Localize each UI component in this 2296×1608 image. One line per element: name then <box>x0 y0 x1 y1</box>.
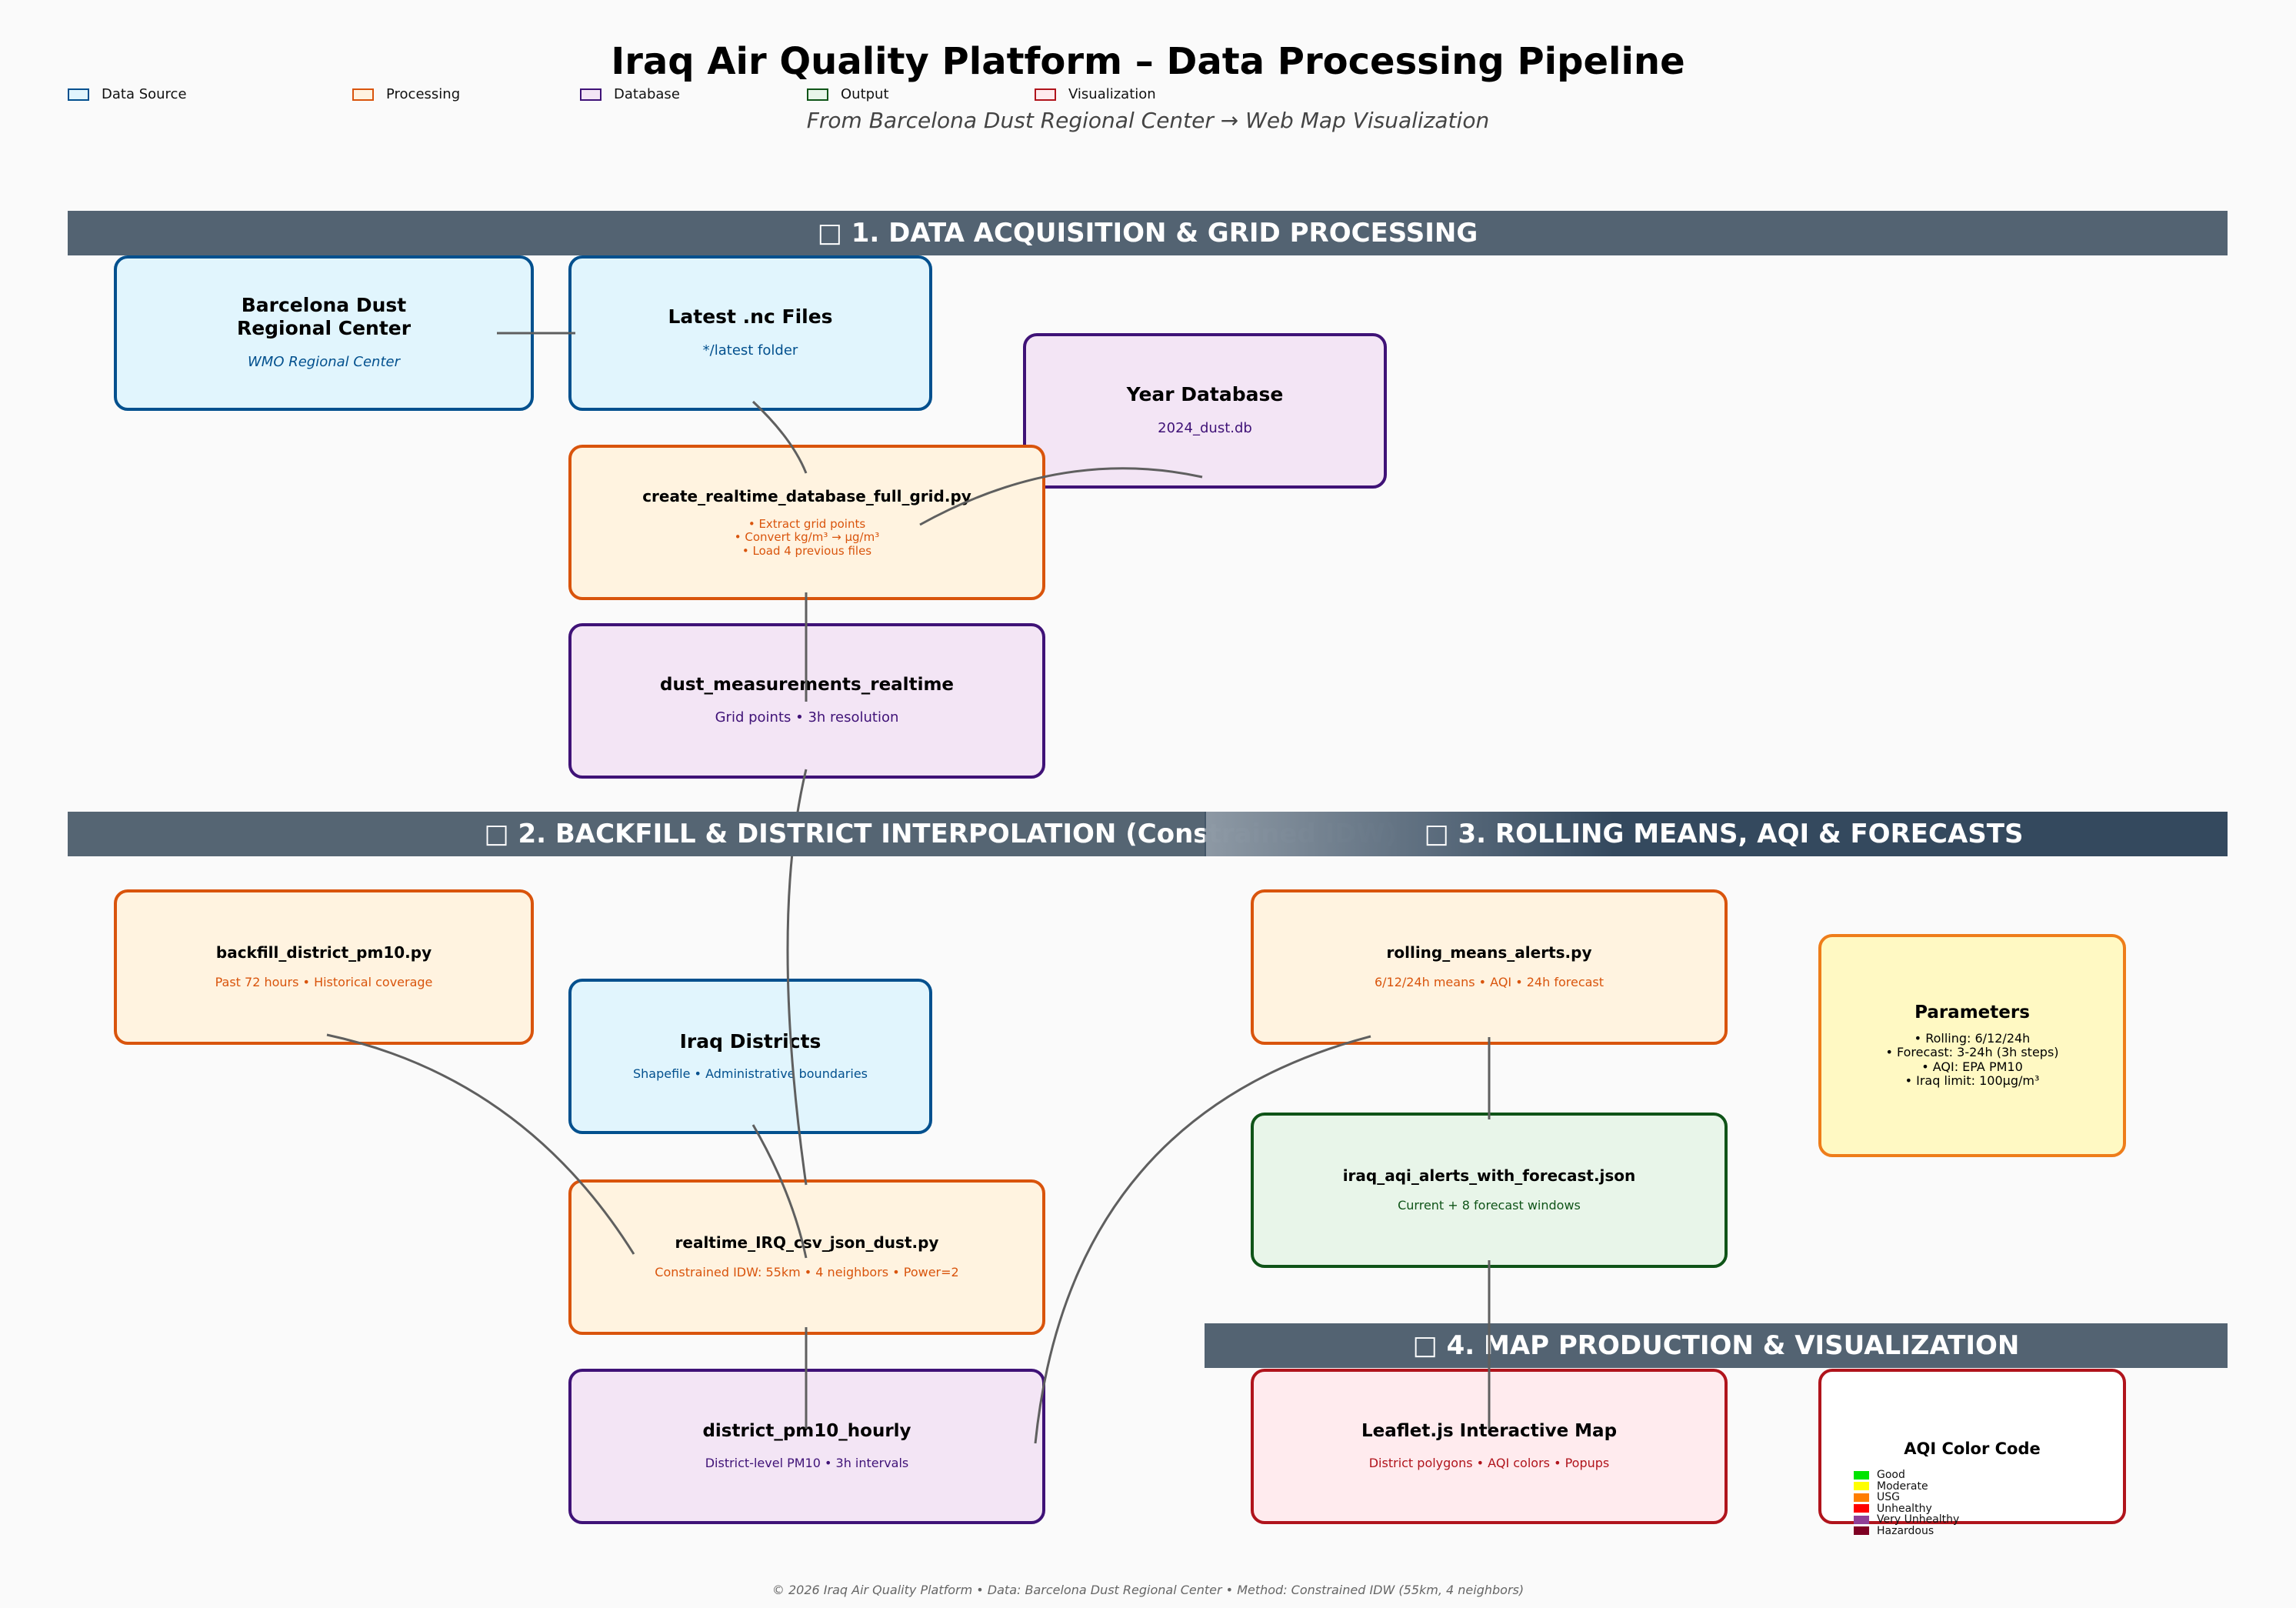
aqi-row-very-unhealthy: Very Unhealthy <box>1854 1513 1960 1526</box>
node-subtitle: Shapefile • Administrative boundaries <box>632 1066 868 1081</box>
aqi-label: Unhealthy <box>1877 1502 1932 1515</box>
legend-item-data-source: Data Source <box>68 86 187 102</box>
node-aqi-color-code[interactable]: AQI Color Code <box>1818 1369 2126 1524</box>
aqi-swatch <box>1854 1493 1869 1502</box>
node-subtitle: Past 72 hours • Historical coverage <box>215 974 433 989</box>
legend-label: Database <box>614 86 680 102</box>
aqi-row-usg: USG <box>1854 1491 1959 1504</box>
legend-item-database: Database <box>580 86 680 102</box>
node-barcelona-dust-center[interactable]: Barcelona Dust Regional Center WMO Regio… <box>114 255 534 411</box>
legend-swatch <box>352 88 374 101</box>
aqi-label: Good <box>1877 1469 1905 1482</box>
aqi-row-good: Good <box>1854 1469 1959 1482</box>
aqi-label: Very Unhealthy <box>1877 1513 1960 1526</box>
node-subtitle: District polygons • AQI colors • Popups <box>1368 1455 1610 1470</box>
legend-swatch <box>580 88 601 101</box>
section-2-header: □ 2. BACKFILL & DISTRICT INTERPOLATION (… <box>68 812 1397 856</box>
node-subtitle: WMO Regional Center <box>248 354 400 371</box>
legend-swatch <box>68 88 89 101</box>
legend-label: Output <box>841 86 889 102</box>
aqi-swatch <box>1854 1482 1869 1491</box>
legend-item-output: Output <box>807 86 889 102</box>
node-subtitle: */latest folder <box>702 342 798 359</box>
legend-swatch <box>1035 88 1056 101</box>
node-district-pm10-hourly[interactable]: district_pm10_hourly District-level PM10… <box>568 1369 1045 1524</box>
aqi-row-unhealthy: Unhealthy <box>1854 1503 1959 1515</box>
aqi-swatch <box>1854 1526 1869 1536</box>
legend-item-visualization: Visualization <box>1035 86 1156 102</box>
aqi-row-hazardous: Hazardous <box>1854 1524 1959 1537</box>
aqi-label: USG <box>1877 1491 1900 1504</box>
node-title: Parameters <box>1914 1002 2030 1023</box>
node-title: iraq_aqi_alerts_with_forecast.json <box>1342 1166 1636 1185</box>
node-title: Year Database <box>1126 383 1284 406</box>
node-title: dust_measurements_realtime <box>659 674 955 695</box>
node-leaflet-map[interactable]: Leaflet.js Interactive Map District poly… <box>1251 1369 1728 1524</box>
node-title: Leaflet.js Interactive Map <box>1361 1421 1618 1441</box>
aqi-swatch <box>1854 1515 1869 1524</box>
aqi-swatch <box>1854 1504 1869 1513</box>
node-title: Barcelona Dust Regional Center <box>236 294 412 340</box>
legend-swatch <box>807 88 828 101</box>
aqi-row-moderate: Moderate <box>1854 1480 1959 1493</box>
legend: Data Source Processing Database Output V… <box>0 86 1231 109</box>
page-subtitle: From Barcelona Dust Regional Center → We… <box>806 108 1490 133</box>
legend-label: Data Source <box>102 86 187 102</box>
node-title: backfill_district_pm10.py <box>215 942 432 962</box>
node-parameters[interactable]: Parameters • Rolling: 6/12/24h • Forecas… <box>1818 934 2126 1157</box>
section-1-title: □ 1. DATA ACQUISITION & GRID PROCESSING <box>817 218 1478 249</box>
footer: © 2026 Iraq Air Quality Platform • Data:… <box>771 1583 1525 1597</box>
node-backfill-district[interactable]: backfill_district_pm10.py Past 72 hours … <box>114 889 534 1045</box>
aqi-label: Hazardous <box>1877 1524 1934 1537</box>
node-subtitle: 2024_dust.db <box>1158 420 1252 437</box>
node-rolling-means-alerts[interactable]: rolling_means_alerts.py 6/12/24h means •… <box>1251 889 1728 1045</box>
aqi-swatch <box>1854 1470 1869 1480</box>
node-subtitle: • Rolling: 6/12/24h • Forecast: 3-24h (3… <box>1885 1031 2059 1089</box>
node-subtitle: Grid points • 3h resolution <box>715 709 899 726</box>
node-subtitle: Constrained IDW: 55km • 4 neighbors • Po… <box>655 1264 959 1279</box>
node-title: create_realtime_database_full_grid.py <box>642 487 971 506</box>
node-title: Iraq Districts <box>679 1029 821 1053</box>
node-title: rolling_means_alerts.py <box>1386 942 1592 962</box>
section-3-header: □ 3. ROLLING MEANS, AQI & FORECASTS <box>1205 812 2228 856</box>
aqi-color-legend: Good Moderate USG Unhealthy Very Unhealt… <box>1854 1469 1960 1537</box>
node-subtitle: District-level PM10 • 3h intervals <box>705 1455 909 1470</box>
section-1-header: □ 1. DATA ACQUISITION & GRID PROCESSING <box>68 211 2228 255</box>
legend-label: Visualization <box>1068 86 1156 102</box>
section-4-header: □ 4. MAP PRODUCTION & VISUALIZATION <box>1205 1323 2228 1368</box>
node-dust-measurements-realtime[interactable]: dust_measurements_realtime Grid points •… <box>568 623 1045 779</box>
node-subtitle: 6/12/24h means • AQI • 24h forecast <box>1374 974 1605 989</box>
legend-label: Processing <box>386 86 461 102</box>
node-realtime-irq-csv-json[interactable]: realtime_IRQ_csv_json_dust.py Constraine… <box>568 1179 1045 1335</box>
section-3-title: □ 3. ROLLING MEANS, AQI & FORECASTS <box>1424 819 2024 849</box>
aqi-label: Moderate <box>1877 1480 1928 1493</box>
node-subtitle: • Extract grid points • Convert kg/m³ → … <box>734 517 880 558</box>
node-iraq-aqi-alerts-json[interactable]: iraq_aqi_alerts_with_forecast.json Curre… <box>1251 1113 1728 1268</box>
node-title: realtime_IRQ_csv_json_dust.py <box>675 1233 939 1252</box>
node-title: AQI Color Code <box>1904 1440 2041 1458</box>
section-4-title: □ 4. MAP PRODUCTION & VISUALIZATION <box>1412 1330 2020 1361</box>
node-iraq-districts[interactable]: Iraq Districts Shapefile • Administrativ… <box>568 979 932 1134</box>
node-year-database[interactable]: Year Database 2024_dust.db <box>1023 333 1387 489</box>
node-title: district_pm10_hourly <box>702 1421 911 1441</box>
node-title: Latest .nc Files <box>668 305 833 329</box>
legend-item-processing: Processing <box>352 86 460 102</box>
node-subtitle: Current + 8 forecast windows <box>1398 1197 1581 1213</box>
page-title: Iraq Air Quality Platform – Data Process… <box>611 40 1685 83</box>
node-create-realtime-database[interactable]: create_realtime_database_full_grid.py • … <box>568 445 1045 600</box>
node-latest-nc-files[interactable]: Latest .nc Files */latest folder <box>568 255 932 411</box>
